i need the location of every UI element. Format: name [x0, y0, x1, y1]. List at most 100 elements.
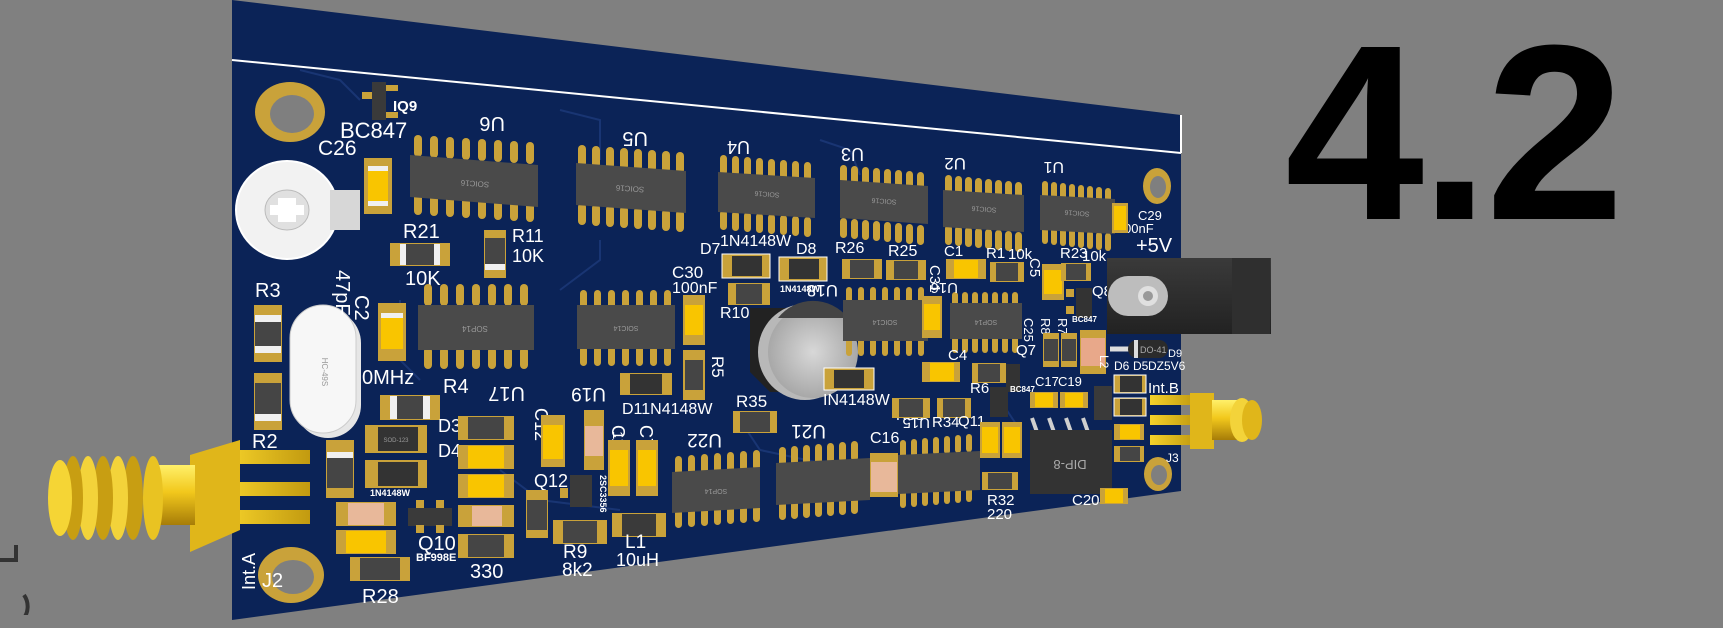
ic-u1[interactable]: SOIC16 U1 — [1040, 158, 1115, 251]
resistor-side[interactable] — [326, 440, 354, 498]
resistor-r11[interactable] — [484, 230, 506, 278]
label-d6: D6 — [1114, 359, 1130, 373]
resistor-r4[interactable] — [380, 395, 440, 420]
transistor-q7[interactable] — [1006, 364, 1020, 392]
diode-d3[interactable]: SOD-123 — [365, 425, 427, 453]
capacitor-c17[interactable] — [1030, 392, 1058, 408]
svg-text:U21: U21 — [791, 420, 826, 441]
mounting-hole-bl — [258, 547, 324, 603]
capacitor-c29[interactable] — [1112, 203, 1128, 233]
transistor-q8[interactable] — [1066, 288, 1092, 318]
diode-d8[interactable] — [778, 256, 828, 282]
label-c29-value: 00nF — [1124, 221, 1154, 236]
resistor-r35[interactable] — [733, 411, 777, 433]
ic-u18[interactable]: SOIC14 U18 — [807, 281, 928, 356]
capacitor-c19[interactable] — [1060, 392, 1088, 408]
transistor-q10[interactable] — [408, 500, 452, 533]
ic-u22[interactable]: SOP14 U22 — [672, 429, 760, 528]
resistor-r21[interactable] — [390, 243, 450, 266]
label-plus5v: +5V — [1136, 235, 1173, 257]
diode-d4[interactable] — [365, 460, 427, 488]
capacitor-c2[interactable] — [378, 303, 406, 361]
resistor-r25[interactable] — [886, 260, 926, 280]
resistor-r5[interactable] — [683, 350, 705, 400]
resistor-pair-left[interactable] — [336, 502, 410, 581]
diode-do41[interactable]: DO-41 — [1110, 340, 1168, 358]
resistor-r1[interactable] — [990, 262, 1024, 282]
label-d9: D9 — [1168, 348, 1182, 360]
resistor-r32[interactable] — [982, 472, 1018, 490]
svg-text:U18: U18 — [807, 281, 838, 300]
ic-u21[interactable]: U21 — [776, 420, 870, 520]
diode-d11[interactable] — [620, 373, 672, 395]
label-q9: IQ9 — [393, 98, 417, 115]
diode-d7[interactable] — [721, 253, 771, 279]
label-d4-part: 1N4148W — [370, 488, 411, 498]
resistor-vertical[interactable] — [526, 490, 548, 538]
ic-u19[interactable]: SOIC14 U19 — [571, 290, 675, 404]
capacitor-c5[interactable] — [1042, 264, 1064, 300]
label-j2: J2 — [262, 570, 283, 592]
ic-u5[interactable]: SOIC16 U5 — [576, 127, 686, 232]
resistor-r9[interactable] — [553, 520, 607, 544]
ic-u17[interactable]: SOP14 U17 — [418, 284, 534, 404]
capacitor-c26[interactable] — [364, 158, 392, 214]
capacitor-c1[interactable] — [946, 259, 986, 279]
capacitor-c31[interactable] — [922, 296, 942, 338]
inductor-l1[interactable] — [612, 513, 666, 537]
capacitor-c12[interactable] — [541, 415, 565, 467]
transistor-q6[interactable] — [990, 387, 1008, 417]
ic-u15[interactable]: U15 — [898, 414, 980, 508]
diode-d5[interactable] — [1113, 397, 1147, 417]
diode-cap-side[interactable] — [823, 367, 875, 391]
resistor-r8[interactable] — [1043, 333, 1059, 367]
svg-text:SOP14: SOP14 — [462, 324, 488, 333]
ic-u16[interactable]: SOP14 U16 — [930, 279, 1022, 353]
ic-u4[interactable]: SOIC16 U4 — [718, 137, 815, 237]
sma-connector-j2[interactable] — [48, 440, 310, 552]
crystal-oscillator[interactable]: HC-49S — [289, 304, 361, 438]
sma-connector-j3[interactable] — [1150, 393, 1262, 449]
ic-u6[interactable]: SOIC16 U6 — [410, 112, 538, 222]
resistor-r3[interactable] — [254, 305, 282, 362]
resistor-r10[interactable] — [728, 283, 770, 305]
capacitor-c16[interactable] — [870, 453, 898, 497]
capacitor-c20[interactable] — [1100, 488, 1128, 504]
resistor-r23[interactable] — [1061, 263, 1091, 281]
component-right-stack[interactable] — [1114, 424, 1144, 462]
resistor-r2[interactable] — [254, 373, 282, 430]
resistor-r34[interactable] — [937, 398, 971, 418]
inductor-l2[interactable] — [1094, 386, 1112, 420]
label-c20: C20 — [1072, 492, 1100, 509]
svg-text:SOIC16: SOIC16 — [615, 183, 645, 194]
diode-d6[interactable] — [1113, 374, 1147, 394]
capacitor-c7[interactable] — [636, 440, 658, 496]
svg-text:SOIC16: SOIC16 — [1064, 208, 1089, 217]
rotate-arrow-icon[interactable] — [0, 525, 34, 615]
label-q7-part: BC847 — [1010, 385, 1035, 394]
ic-u3[interactable]: SOIC16 U3 — [840, 144, 928, 245]
resistor-r33[interactable] — [892, 398, 930, 418]
ic-u2[interactable]: SOIC16 U2 — [943, 154, 1024, 252]
mounting-hole-tr — [1143, 168, 1171, 204]
capacitor-tantalum-right[interactable] — [1080, 330, 1106, 374]
resistor-r26[interactable] — [842, 259, 882, 279]
resistor-r7[interactable] — [1061, 333, 1077, 367]
resistor-r6[interactable] — [972, 363, 1006, 383]
capacitor-c30[interactable] — [683, 295, 705, 345]
dc-power-jack[interactable] — [1107, 258, 1271, 334]
capacitor-c4[interactable] — [922, 362, 960, 382]
transistor-q9[interactable] — [362, 82, 398, 120]
label-c30: C30 — [672, 263, 703, 282]
capacitor-pair[interactable] — [980, 422, 1022, 458]
transistor-q12[interactable] — [560, 475, 592, 507]
label-q12: Q12 — [534, 471, 568, 491]
svg-text:HC-49S: HC-49S — [320, 358, 329, 386]
capacitor-row[interactable] — [458, 416, 514, 558]
ic-dip8[interactable]: DIP-8 — [1030, 417, 1112, 494]
capacitor-c11[interactable] — [608, 440, 630, 496]
trimmer-capacitor[interactable] — [235, 160, 360, 260]
capacitor-tantalum-10uf[interactable] — [584, 410, 604, 470]
version-label: 4.2 — [1285, 0, 1625, 272]
